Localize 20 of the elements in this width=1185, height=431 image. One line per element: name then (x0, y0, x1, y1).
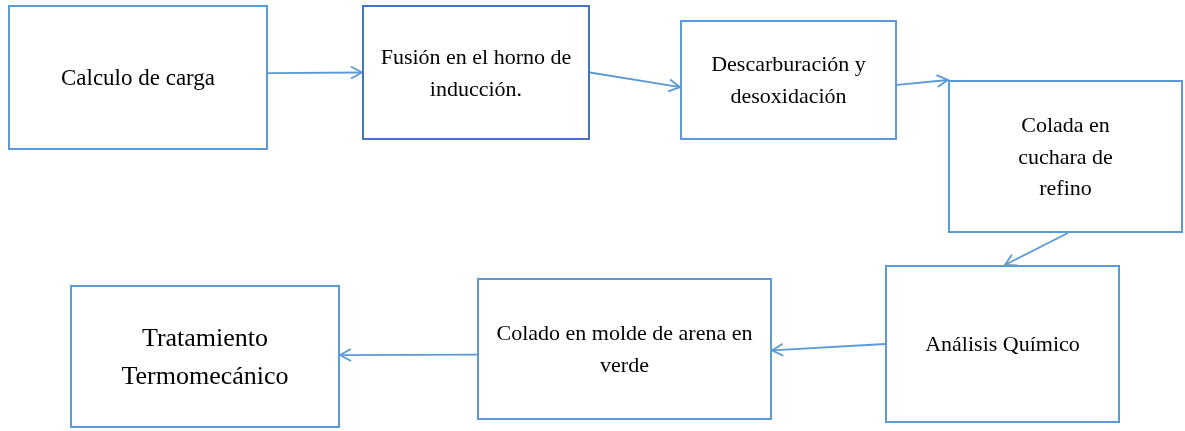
box-label: Tratamiento Termomecánico (120, 321, 290, 392)
arrow (589, 71, 681, 93)
arrow (1003, 232, 1069, 267)
box-label: Descarburación y desoxidación (710, 50, 867, 110)
process-box (885, 265, 1120, 423)
box-label: Colada en cuchara de refino (1017, 110, 1114, 203)
box-label: Análisis Químico (925, 330, 1080, 359)
process-box (362, 5, 590, 140)
process-box (70, 285, 340, 428)
box-label: Fusión en el horno de inducción. (380, 42, 572, 103)
box-label: Colado en molde de arena en verde (495, 319, 754, 379)
process-box (948, 80, 1183, 233)
arrow (896, 74, 949, 88)
process-box (477, 278, 772, 420)
arrow (339, 348, 478, 362)
process-box (680, 20, 897, 140)
arrow (267, 65, 363, 80)
arrow (771, 342, 886, 357)
process-box (8, 5, 268, 150)
box-label: Calculo de carga (60, 63, 216, 92)
